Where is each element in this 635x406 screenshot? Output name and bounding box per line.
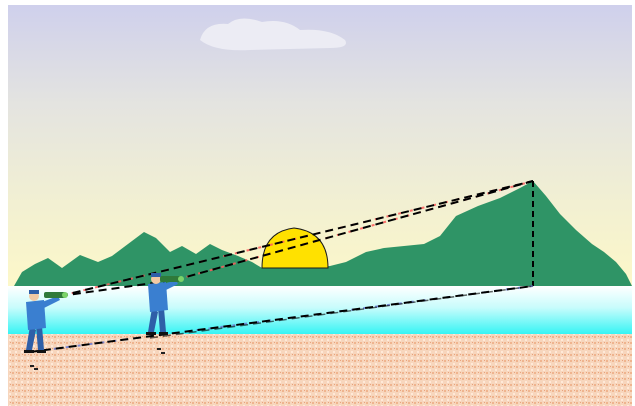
binoculars-icon — [44, 292, 68, 298]
sea — [8, 286, 632, 334]
binoculars-icon — [160, 276, 184, 282]
sand — [8, 334, 632, 406]
